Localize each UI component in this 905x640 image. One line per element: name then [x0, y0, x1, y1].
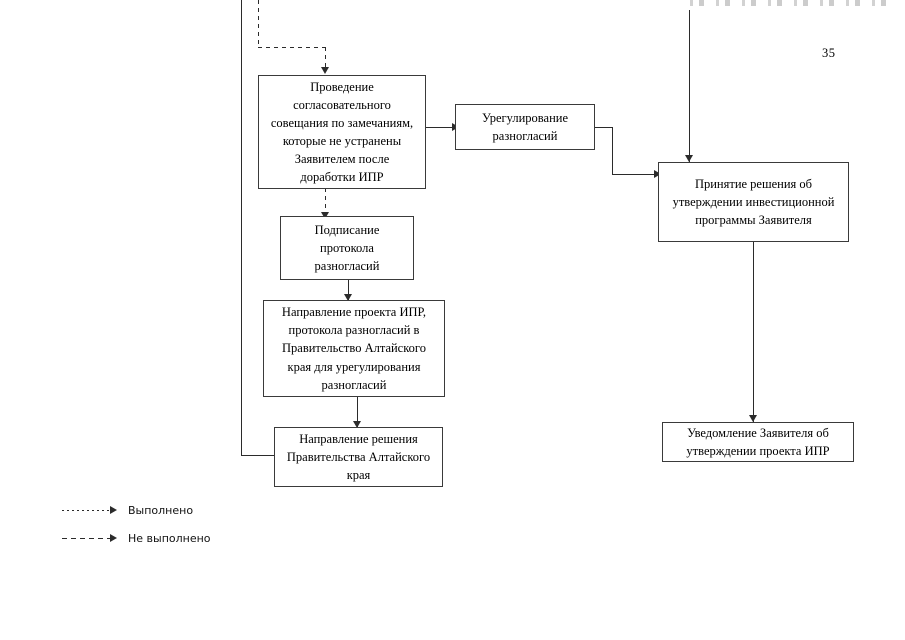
connector-settlement-to-approval — [612, 174, 657, 175]
connector-signing-to-send-draft — [348, 280, 349, 301]
box-send-government-decision-label: Направление решения Правительства Алтайс… — [286, 431, 431, 483]
legend-line-solid-icon — [62, 510, 112, 511]
box-approval-decision[interactable]: Принятие решения об утверждении инвестиц… — [658, 162, 849, 242]
box-send-government-decision[interactable]: Направление решения Правительства Алтайс… — [274, 427, 443, 487]
arrowhead-into-government-decision — [353, 421, 361, 428]
legend-label-not-completed: Не выполнено — [128, 532, 211, 545]
box-signing-protocol[interactable]: Подписание протокола разногласий — [280, 216, 414, 280]
box-signing-protocol-label: Подписание протокола разногласий — [314, 222, 380, 274]
box-settlement-of-disputes-label: Урегулирование разногласий — [481, 110, 569, 143]
connector-top-to-approval-decision — [689, 10, 690, 162]
legend-arrowhead-solid-icon — [110, 506, 117, 514]
connector-dashed-entry-vertical — [258, 0, 259, 48]
arrowhead-into-send-draft — [344, 294, 352, 301]
page-number: 35 — [822, 46, 836, 60]
connector-feedback-to-decision-box — [241, 455, 274, 456]
box-send-draft-to-government-label: Направление проекта ИПР, протокола разно… — [281, 305, 427, 392]
box-coordination-meeting-label: Проведение согласовательного совещания п… — [270, 79, 414, 185]
arrowhead-into-approval-decision-top — [685, 155, 693, 162]
connector-settlement-exit-right — [594, 127, 613, 128]
box-applicant-notification-label: Уведомление Заявителя об утверждении про… — [686, 425, 830, 458]
arrowhead-into-applicant-notification — [749, 415, 757, 422]
arrowhead-into-signing-protocol — [321, 212, 329, 219]
connector-approval-to-notification — [753, 242, 754, 422]
legend-arrowhead-dashed-icon — [110, 534, 117, 542]
connector-meeting-to-signing — [325, 188, 326, 214]
box-approval-decision-label: Принятие решения об утверждении инвестиц… — [672, 176, 835, 228]
box-send-draft-to-government[interactable]: Направление проекта ИПР, протокола разно… — [263, 300, 445, 397]
box-settlement-of-disputes[interactable]: Урегулирование разногласий — [455, 104, 595, 150]
connector-dashed-entry-horizontal — [258, 47, 326, 48]
box-applicant-notification[interactable]: Уведомление Заявителя об утверждении про… — [662, 422, 854, 462]
arrowhead-into-approval-decision-left — [654, 170, 661, 178]
box-coordination-meeting[interactable]: Проведение согласовательного совещания п… — [258, 75, 426, 189]
connector-settlement-drop — [612, 127, 613, 175]
legend-label-completed: Выполнено — [128, 504, 194, 517]
connector-feedback-vertical — [241, 0, 242, 456]
connector-send-draft-to-government-decision — [357, 397, 358, 427]
arrowhead-into-coordination-meeting — [321, 67, 329, 74]
connector-meeting-to-settlement — [425, 127, 454, 128]
scan-artifact-strip — [690, 0, 890, 6]
connector-dashed-entry-drop — [325, 47, 326, 68]
legend-line-dashed-icon — [62, 538, 112, 539]
